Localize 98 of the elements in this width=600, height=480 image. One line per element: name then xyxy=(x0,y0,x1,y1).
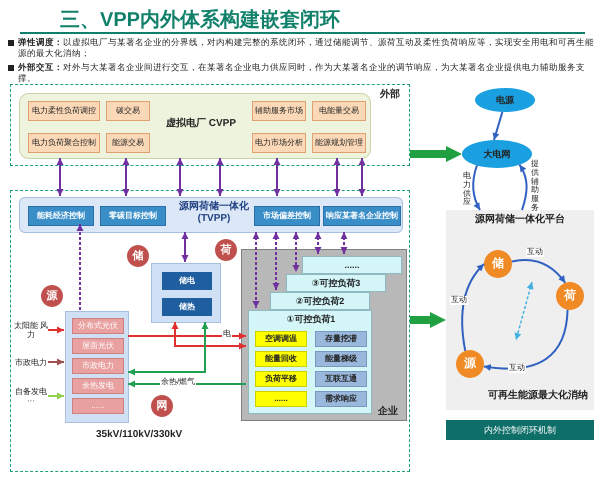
note-text: 35kV/110kV/330kV xyxy=(96,428,184,441)
arrow xyxy=(314,232,322,254)
arrow xyxy=(334,158,340,196)
arrow xyxy=(216,158,224,196)
edge-label: 互动 xyxy=(508,364,526,373)
function-box: 电力柔性负荷调控 xyxy=(28,101,100,121)
arrow xyxy=(518,164,528,210)
arrow xyxy=(272,232,280,290)
label-circle: 源 xyxy=(41,285,63,307)
platform-panel xyxy=(19,93,371,159)
edge-label: 余热/燃气 xyxy=(160,378,196,387)
measure-box: 负荷平移 xyxy=(255,371,307,387)
label-circle: 网 xyxy=(151,395,173,417)
arrow xyxy=(48,326,64,334)
arrow xyxy=(176,158,184,196)
caption-bar: 内外控制闭环机制 xyxy=(446,420,594,440)
arrow xyxy=(48,392,64,400)
panel-title: 源网荷储一体化 (TVPP) xyxy=(178,201,250,225)
source-box: ...... xyxy=(72,398,124,414)
control-box: 市场偏差控制 xyxy=(254,206,320,226)
control-box: 响应某著名企业控制 xyxy=(323,206,401,226)
edge-label: 提供辅助服务 xyxy=(530,160,540,213)
grid-ellipse: 电源 xyxy=(475,88,535,112)
edge-label: 电力供应 xyxy=(462,172,472,208)
input-text: 太阳能 风力 xyxy=(13,319,49,341)
function-box: 能源交易 xyxy=(106,133,150,153)
load-card: ③可控负荷3 xyxy=(286,274,386,292)
outline-panel xyxy=(151,263,221,323)
load-card: ...... xyxy=(302,256,402,274)
measure-box: 能量回收 xyxy=(255,351,307,367)
label-circle: 储 xyxy=(484,250,512,278)
outline-panel xyxy=(65,311,129,423)
load-card xyxy=(248,310,372,414)
control-box: 零碳目标控制 xyxy=(100,206,166,226)
label-circle: 储 xyxy=(127,245,149,267)
bullet-text: 外部交互：对外与大某著名企业间进行交互，在某著名企业电力供应同时，作为大某著名企业的调节响应，为大某著名企业提供电力辅助服务支撑。 xyxy=(18,62,586,84)
platform-band xyxy=(19,197,403,233)
panel-title: 虚拟电厂 CVPP xyxy=(164,118,237,130)
panel-title: 企业 xyxy=(377,406,399,418)
edge-label: 互动 xyxy=(450,296,468,305)
function-box: 辅助服务市场 xyxy=(252,101,306,121)
measure-box: 需求响应 xyxy=(315,391,367,407)
edge-label: 互动 xyxy=(526,248,544,257)
panel-title: 可再生能源最大化消纳 xyxy=(487,390,589,402)
arrow xyxy=(182,232,188,262)
measure-box: 空调调温 xyxy=(255,331,307,347)
enterprise-panel xyxy=(241,249,407,421)
panel-title: ①可控负荷1 xyxy=(286,314,336,325)
measure-box: 存量挖潜 xyxy=(315,331,367,347)
platform-panel xyxy=(446,210,594,410)
arrow xyxy=(292,232,300,272)
measure-box: 互联互通 xyxy=(315,371,367,387)
arrow xyxy=(252,232,260,308)
source-box: 屋面光伏 xyxy=(72,338,124,354)
source-box: 市政电力 xyxy=(72,358,124,374)
arrow xyxy=(56,158,64,196)
label-circle: 荷 xyxy=(215,239,237,261)
bullet-text: 弹性调度：以虚拟电厂与某著名企业的分界线，对内构建完整的系统闭环，通过储能调节、源荷互动及柔性负荷响应等，实现安全用电和可再生能源的最大化消纳； xyxy=(18,37,595,60)
arrow xyxy=(512,259,566,284)
storage-box: 储电 xyxy=(162,272,212,290)
measure-box: ...... xyxy=(255,391,307,407)
label-circle: 荷 xyxy=(556,282,584,310)
panel-title: 外部 xyxy=(378,89,401,101)
arrow xyxy=(172,322,246,350)
function-box: 电能量交易 xyxy=(312,101,366,121)
panel-title: 源网荷储一体化平台 xyxy=(474,214,566,226)
source-box: 余热发电 xyxy=(72,378,124,394)
arrow xyxy=(48,358,64,366)
block-arrow xyxy=(410,312,446,328)
label-circle: 源 xyxy=(456,350,484,378)
function-box: 电力负荷聚合控制 xyxy=(28,133,100,153)
arrow xyxy=(274,158,280,196)
function-box: 能源规划管理 xyxy=(312,133,366,153)
arrow xyxy=(358,158,366,196)
control-box: 能耗经济控制 xyxy=(28,206,94,226)
measure-box: 能量梯级 xyxy=(315,351,367,367)
page-title: 三、VPP内外体系构建嵌套闭环 xyxy=(60,8,340,33)
arrow xyxy=(492,112,504,140)
load-card: ②可控负荷2 xyxy=(270,292,370,310)
arrow xyxy=(128,322,208,376)
outline-panel xyxy=(10,190,410,472)
arrow xyxy=(472,165,481,210)
arrow xyxy=(461,263,485,351)
dashed-region xyxy=(10,84,410,166)
arrow xyxy=(484,310,569,371)
block-arrow xyxy=(410,146,462,162)
function-box: 碳交易 xyxy=(106,101,150,121)
storage-box: 储热 xyxy=(162,298,212,316)
arrow xyxy=(128,332,246,340)
grid-ellipse: 大电网 xyxy=(462,140,532,168)
arrow xyxy=(122,158,130,196)
source-box: 分布式光伏 xyxy=(72,318,124,334)
input-text: 市政电力 xyxy=(13,357,49,369)
arrow xyxy=(76,224,84,310)
function-box: 电力市场分析 xyxy=(252,133,306,153)
input-text: 自备发电 ··· xyxy=(13,385,49,407)
edge-label: 电 xyxy=(222,330,232,339)
arrow xyxy=(340,232,348,254)
